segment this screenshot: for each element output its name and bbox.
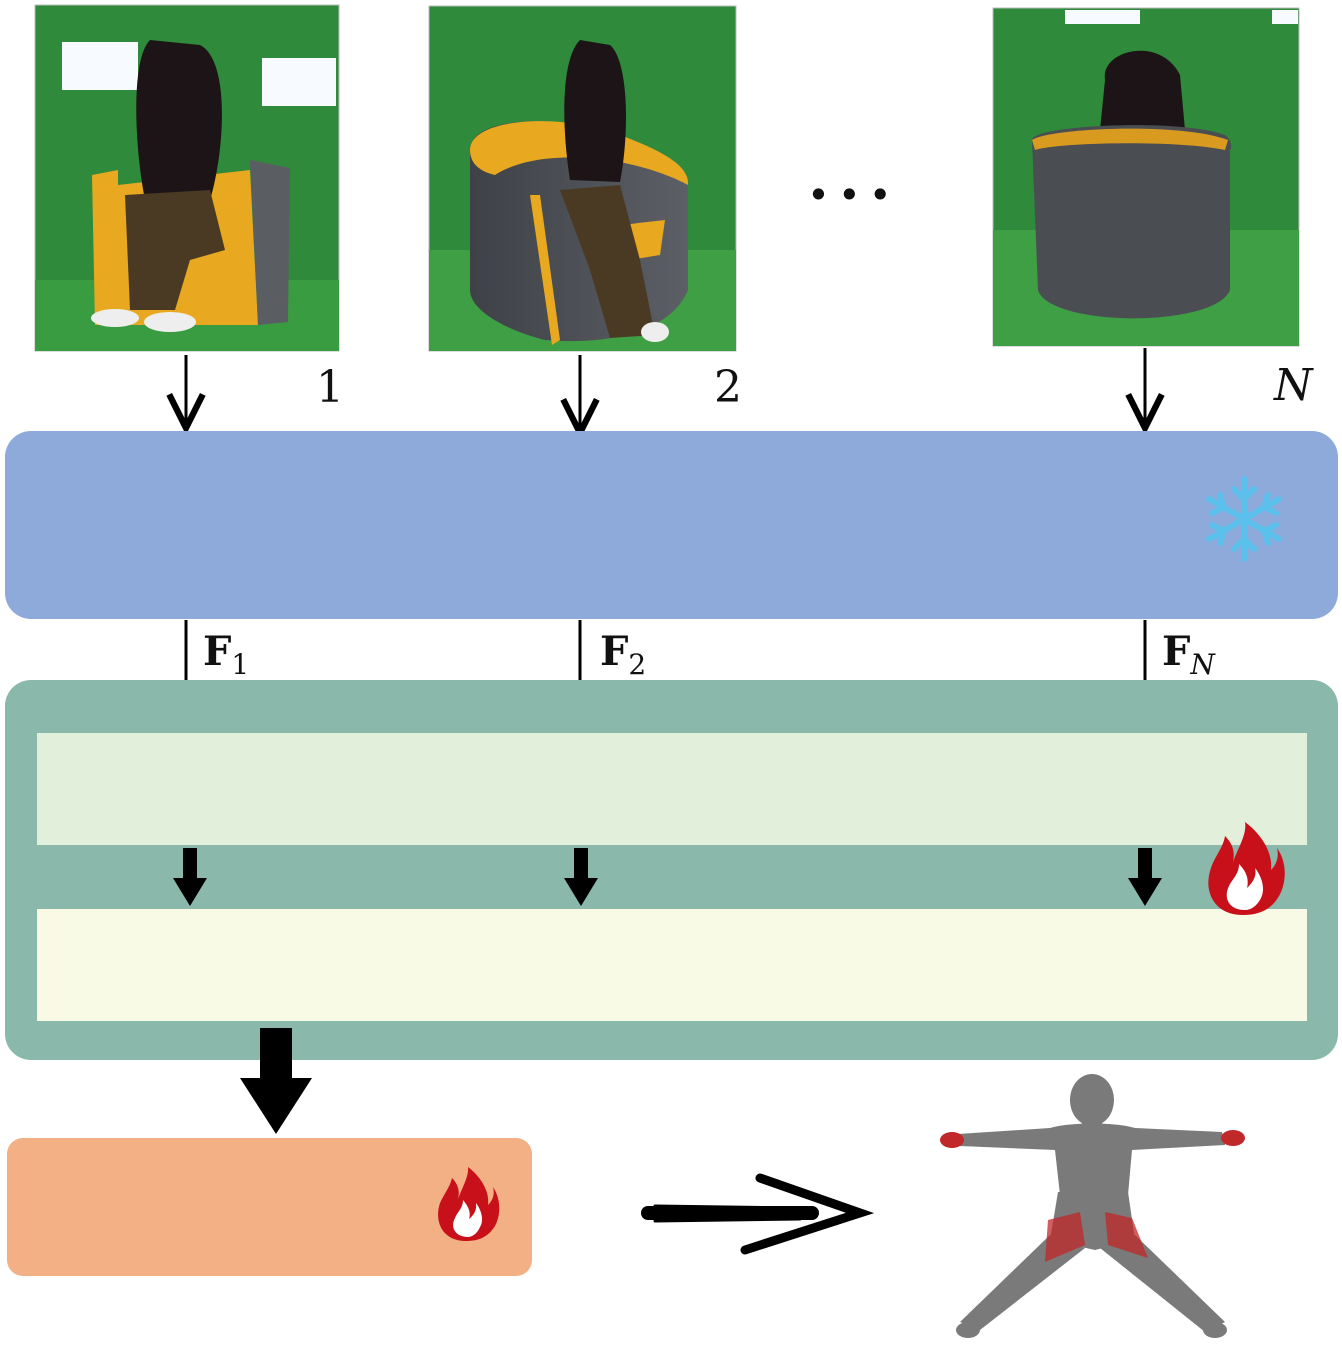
frame-index-2: 2: [714, 362, 742, 413]
arrow-fusion-to-head: [240, 1028, 312, 1134]
arrows-between-layers: [173, 848, 1162, 906]
frame-index-n: N: [1274, 360, 1313, 411]
feature-subscript: N: [1190, 648, 1215, 681]
feature-label-n: FN: [1162, 628, 1215, 681]
frame-2-photo: [428, 5, 737, 352]
feature-symbol: F: [600, 628, 629, 675]
frame-1-photo: [34, 4, 340, 352]
feature-subscript: 1: [231, 648, 250, 681]
snowflake-icon: [1206, 476, 1282, 562]
fusion-layer-bottom: [37, 909, 1307, 1021]
fusion-layer-top: [37, 733, 1307, 845]
feature-symbol: F: [203, 628, 232, 675]
flame-icon: [1208, 822, 1285, 915]
feature-label-1: F1: [203, 628, 249, 681]
feature-subscript: 2: [628, 648, 647, 681]
flame-icon: [438, 1167, 500, 1241]
trainable-head-block: [7, 1138, 532, 1276]
frame-index-1: 1: [316, 362, 344, 413]
frame-n-photo: [992, 7, 1300, 347]
feature-label-2: F2: [600, 628, 646, 681]
frames-ellipsis: ···: [808, 160, 901, 230]
arrows-frames-to-encoder: [186, 348, 1145, 433]
frozen-encoder-block: [5, 431, 1338, 619]
body-mesh-with-contacts: [940, 1074, 1245, 1338]
arrow-head-to-mesh: [641, 1173, 875, 1255]
feature-symbol: F: [1162, 628, 1191, 675]
